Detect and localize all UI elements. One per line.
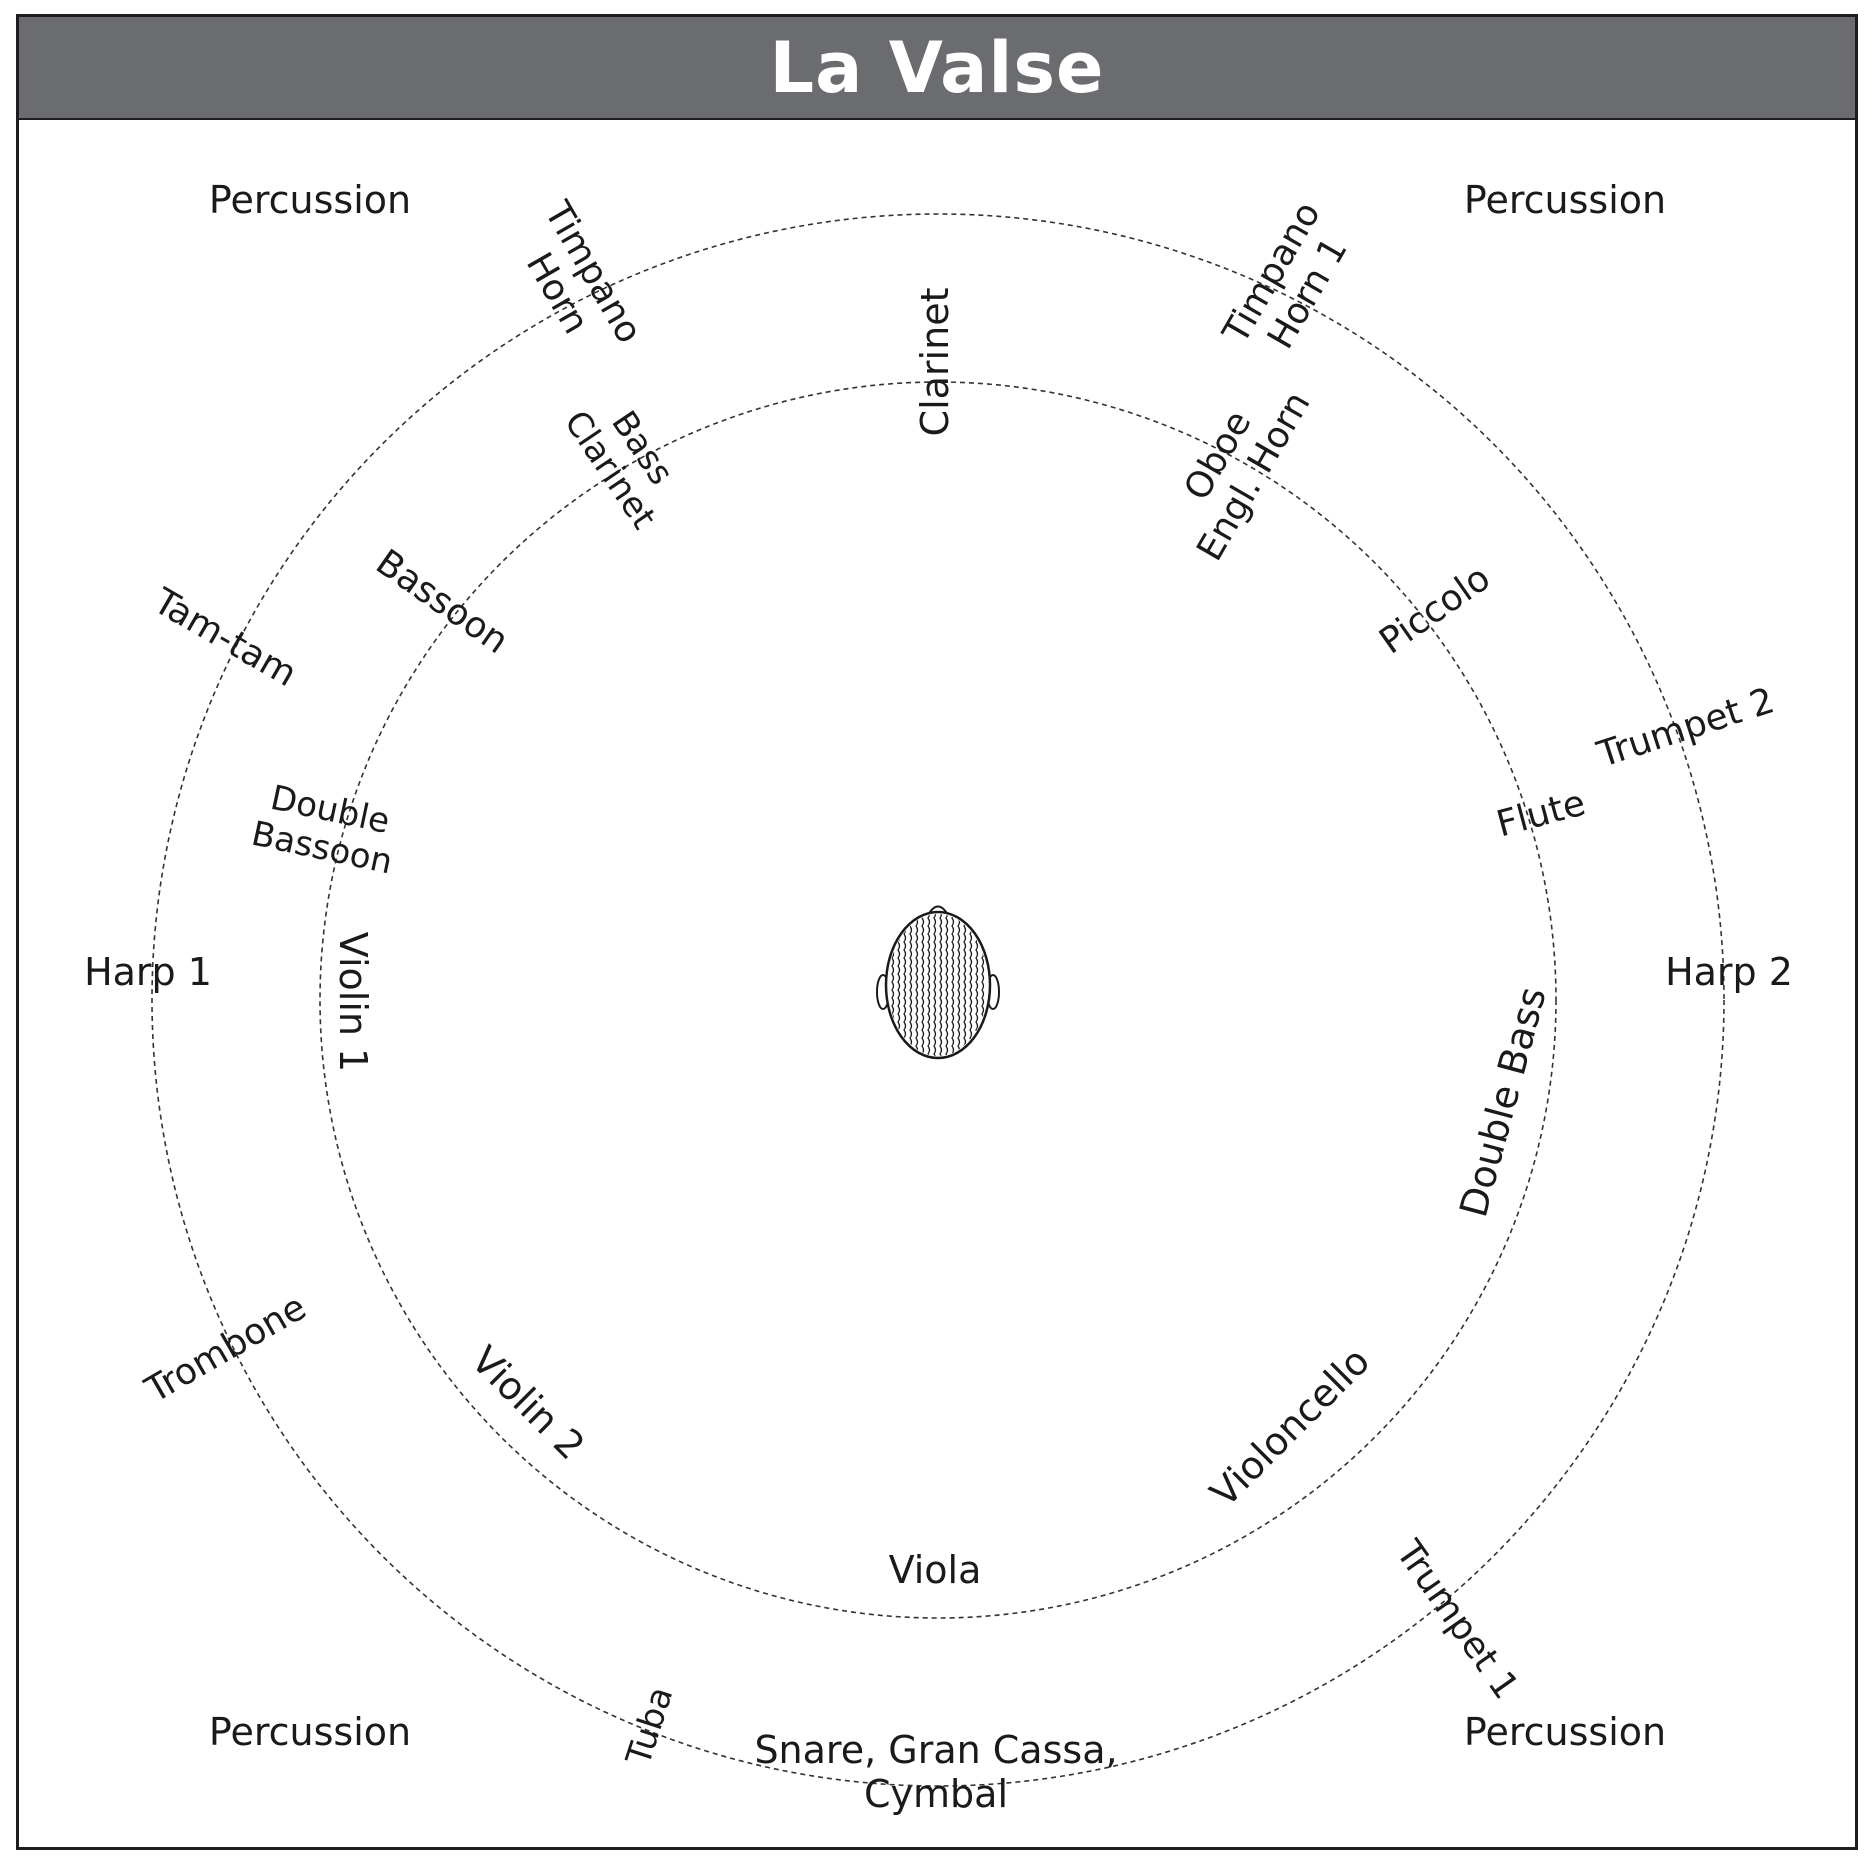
label-percussion-bottom-left: Percussion <box>209 1710 411 1754</box>
label-text-trumpet-2-0: Trumpet 2 <box>1592 680 1780 776</box>
label-snare-gran-cassa-cymbal: Snare, Gran Cassa,Cymbal <box>754 1728 1117 1816</box>
label-text-flute-0: Flute <box>1492 783 1589 846</box>
label-trumpet-1: Trumpet 1 <box>1387 1533 1526 1707</box>
label-text-bassoon-0: Bassoon <box>368 542 515 662</box>
label-text-violin-2-0: Violin 2 <box>463 1338 593 1468</box>
label-percussion-top-right: Percussion <box>1464 178 1666 222</box>
inner-ring <box>319 381 1557 1619</box>
label-violin-2: Violin 2 <box>463 1338 593 1468</box>
label-text-percussion-top-right-0: Percussion <box>1464 178 1666 222</box>
label-violoncello: Violoncello <box>1202 1339 1378 1515</box>
label-bassoon: Bassoon <box>368 542 515 662</box>
label-trumpet-2: Trumpet 2 <box>1592 680 1780 776</box>
label-text-percussion-top-left-0: Percussion <box>209 178 411 222</box>
diagram-title: La Valse <box>769 26 1105 109</box>
label-text-snare-gran-cassa-cymbal-1: Cymbal <box>864 1772 1008 1816</box>
listener-head-icon <box>876 905 1000 1060</box>
label-text-piccolo-0: Piccolo <box>1372 557 1498 662</box>
label-double-bass: Double Bass <box>1451 982 1555 1221</box>
label-text-tuba-0: Tuba <box>618 1682 681 1771</box>
label-text-violoncello-0: Violoncello <box>1202 1339 1378 1515</box>
label-text-harp-1-0: Harp 1 <box>84 950 212 994</box>
label-text-snare-gran-cassa-cymbal-0: Snare, Gran Cassa, <box>754 1728 1117 1772</box>
label-text-double-bass-0: Double Bass <box>1451 982 1555 1221</box>
label-text-viola-0: Viola <box>889 1548 982 1592</box>
label-tam-tam: Tam-tam <box>146 580 304 695</box>
outer-ring <box>151 213 1725 1787</box>
label-text-harp-2-0: Harp 2 <box>1665 950 1793 994</box>
label-text-percussion-bottom-left-0: Percussion <box>209 1710 411 1754</box>
label-harp-1: Harp 1 <box>84 950 212 994</box>
label-trombone: Trombone <box>138 1287 313 1412</box>
label-text-trumpet-1-0: Trumpet 1 <box>1387 1533 1526 1707</box>
label-text-violin-1-0: Violin 1 <box>331 932 375 1072</box>
label-percussion-bottom-right: Percussion <box>1464 1710 1666 1754</box>
label-viola: Viola <box>889 1548 982 1592</box>
label-text-percussion-bottom-right-0: Percussion <box>1464 1710 1666 1754</box>
label-harp-2: Harp 2 <box>1665 950 1793 994</box>
label-piccolo: Piccolo <box>1372 557 1498 662</box>
label-clarinet: Clarinet <box>913 288 957 437</box>
label-text-clarinet-0: Clarinet <box>913 288 957 437</box>
label-percussion-top-left: Percussion <box>209 178 411 222</box>
label-text-trombone-0: Trombone <box>138 1287 313 1412</box>
label-tuba: Tuba <box>618 1682 681 1771</box>
title-bar: La Valse <box>19 17 1855 120</box>
label-flute: Flute <box>1492 783 1589 846</box>
label-text-tam-tam-0: Tam-tam <box>146 580 304 695</box>
label-violin-1: Violin 1 <box>331 932 375 1072</box>
